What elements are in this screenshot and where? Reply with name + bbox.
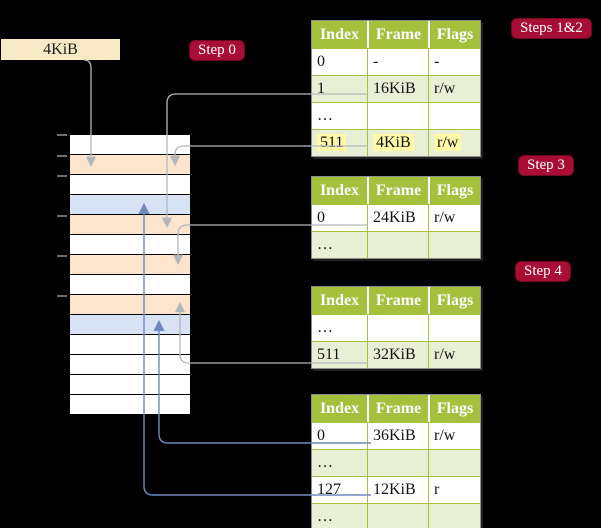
table-cell bbox=[367, 450, 428, 476]
table-cell bbox=[367, 232, 428, 258]
memory-row-10 bbox=[70, 335, 190, 355]
column-header-frame: Frame bbox=[367, 177, 428, 204]
table-cell: … bbox=[317, 508, 333, 525]
table-cell: 12KiB bbox=[367, 477, 428, 503]
highlighted-value: r/w bbox=[434, 134, 462, 151]
highlighted-value: 511 bbox=[317, 134, 347, 151]
column-header-flags: Flags bbox=[428, 287, 480, 314]
table-row: … bbox=[312, 503, 480, 528]
memory-row-8 bbox=[70, 295, 190, 315]
badge-step-3: Step 3 bbox=[518, 155, 574, 176]
table-cell: 0 bbox=[317, 209, 325, 226]
column-header-index: Index bbox=[319, 182, 360, 199]
table-cell: - bbox=[367, 49, 428, 75]
free-frame-size-label: 4KiB bbox=[43, 41, 78, 58]
table-cell: 16KiB bbox=[367, 76, 428, 102]
column-header-index: Index bbox=[319, 400, 360, 417]
column-header-frame: Frame bbox=[367, 287, 428, 314]
badge-step-0: Step 0 bbox=[189, 40, 245, 61]
table-row: … bbox=[312, 449, 480, 476]
memory-tick-2 bbox=[57, 175, 67, 177]
memory-row-1 bbox=[70, 155, 190, 175]
memory-row-6 bbox=[70, 255, 190, 275]
column-header-frame: Frame bbox=[367, 395, 428, 422]
table-cell: 511 bbox=[317, 346, 341, 363]
memory-row-5 bbox=[70, 235, 190, 255]
table-cell: r bbox=[428, 477, 480, 503]
column-header-index: Index bbox=[319, 26, 360, 43]
table-cell: 1 bbox=[317, 80, 325, 97]
free-frame-size-box: 4KiB bbox=[1, 39, 120, 60]
memory-row-13 bbox=[70, 395, 190, 415]
table-cell: r/w bbox=[428, 423, 480, 449]
table-cell: 127 bbox=[317, 481, 341, 498]
table-cell: 24KiB bbox=[367, 205, 428, 231]
table-cell bbox=[428, 103, 480, 129]
physical-memory-strip bbox=[70, 135, 190, 415]
table-cell bbox=[428, 232, 480, 258]
memory-row-9 bbox=[70, 315, 190, 335]
table-cell: - bbox=[428, 49, 480, 75]
table-cell: r/w bbox=[428, 342, 480, 368]
memory-tick-1 bbox=[57, 155, 67, 157]
column-header-frame: Frame bbox=[367, 21, 428, 48]
table-cell bbox=[428, 504, 480, 528]
table-cell: 0 bbox=[317, 427, 325, 444]
memory-tick-3 bbox=[57, 215, 67, 217]
column-header-flags: Flags bbox=[428, 21, 480, 48]
table-cell: 32KiB bbox=[367, 342, 428, 368]
table-cell: r/w bbox=[428, 130, 480, 156]
table-row: 0 -- bbox=[312, 48, 480, 75]
table-cell: … bbox=[317, 236, 333, 253]
column-header-index: Index bbox=[319, 292, 360, 309]
table-cell bbox=[367, 315, 428, 341]
memory-row-0 bbox=[70, 135, 190, 155]
table-row: … bbox=[312, 314, 480, 341]
memory-row-3 bbox=[70, 195, 190, 215]
table-cell bbox=[367, 504, 428, 528]
table-cell: … bbox=[317, 319, 333, 336]
table-row: … bbox=[312, 102, 480, 129]
table-cell: r/w bbox=[428, 205, 480, 231]
column-header-flags: Flags bbox=[428, 395, 480, 422]
table-cell bbox=[367, 103, 428, 129]
memory-row-2 bbox=[70, 175, 190, 195]
memory-row-12 bbox=[70, 375, 190, 395]
table-row: … bbox=[312, 231, 480, 258]
table-cell bbox=[428, 315, 480, 341]
table-cell: 36KiB bbox=[367, 423, 428, 449]
memory-row-4 bbox=[70, 215, 190, 235]
table-cell bbox=[428, 450, 480, 476]
badge-step-4: Step 4 bbox=[515, 261, 571, 282]
memory-tick-5 bbox=[57, 295, 67, 297]
memory-tick-4 bbox=[57, 255, 67, 257]
memory-row-11 bbox=[70, 355, 190, 375]
memory-row-7 bbox=[70, 275, 190, 295]
table-cell: 511 bbox=[312, 130, 367, 156]
table-cell: 4KiB bbox=[367, 130, 428, 156]
table-row: 511 4KiB r/w bbox=[312, 129, 480, 156]
highlighted-value: 4KiB bbox=[373, 134, 414, 151]
table-cell: … bbox=[317, 454, 333, 471]
column-header-flags: Flags bbox=[428, 177, 480, 204]
table-cell: … bbox=[317, 107, 333, 124]
table-cell: r/w bbox=[428, 76, 480, 102]
memory-tick-0 bbox=[57, 134, 67, 136]
table-cell: 0 bbox=[317, 53, 325, 70]
badge-steps-1-2: Steps 1&2 bbox=[511, 18, 592, 39]
